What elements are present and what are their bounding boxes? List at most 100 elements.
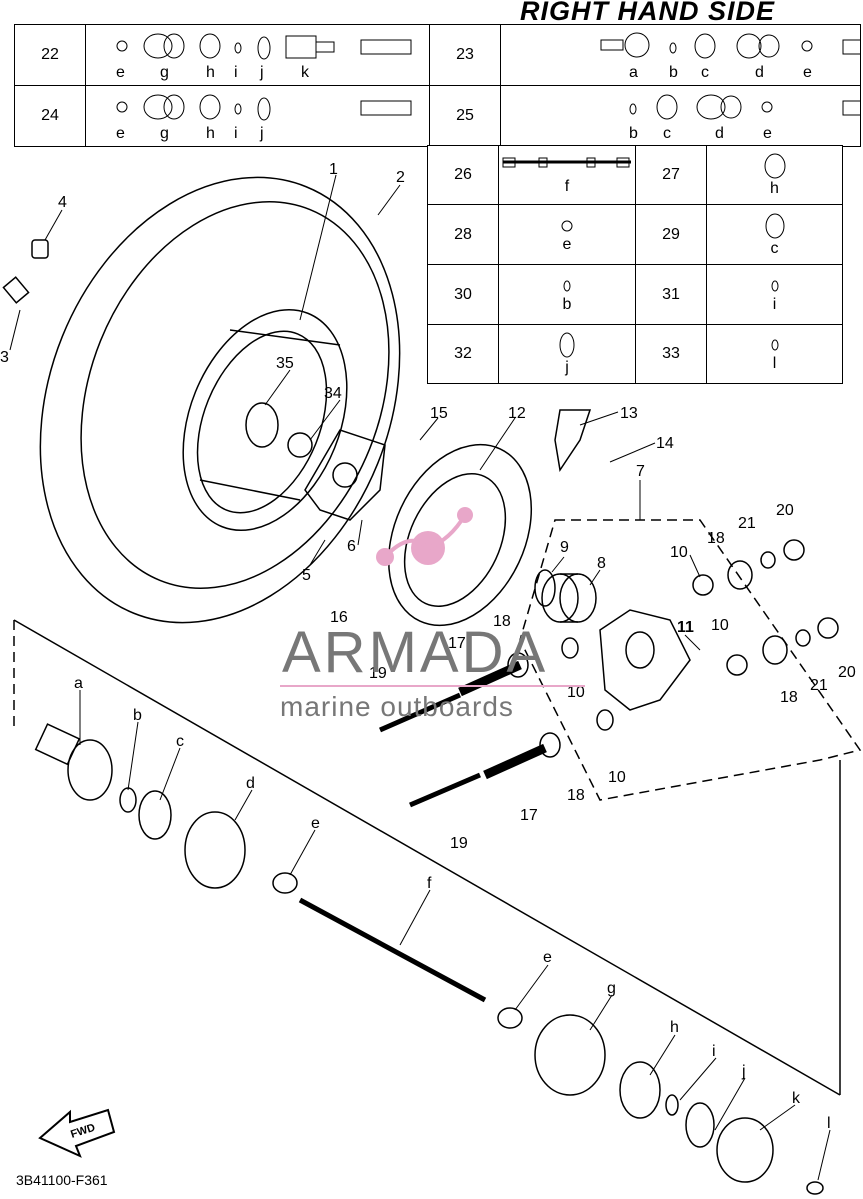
kit-letter: i bbox=[772, 295, 777, 313]
callout-e: e bbox=[311, 815, 320, 832]
kit-ref: 24 bbox=[14, 85, 86, 147]
kit-letter: b bbox=[562, 295, 572, 313]
callout-19: 19 bbox=[450, 835, 468, 852]
ring-icon bbox=[771, 339, 778, 351]
callout-18: 18 bbox=[567, 787, 585, 804]
kit-table: 22 e g h i j k bbox=[14, 24, 861, 147]
kit-letter: h bbox=[206, 125, 215, 142]
kit-letter: g bbox=[160, 64, 169, 81]
kit-parts-24: e g h i j bbox=[85, 85, 430, 147]
callout-l: l bbox=[827, 1115, 831, 1132]
watermark-tagline: marine outboards bbox=[280, 691, 514, 722]
fwd-arrow-icon: FWD bbox=[38, 1108, 116, 1158]
kit-letter: c bbox=[701, 64, 709, 81]
callout-10: 10 bbox=[608, 769, 626, 786]
kit-letter: b bbox=[669, 64, 678, 81]
bushing bbox=[539, 732, 561, 758]
callout-h: h bbox=[670, 1019, 679, 1036]
callout-3: 3 bbox=[0, 349, 9, 366]
kit-ref: 32 bbox=[427, 324, 499, 384]
wheel-rim bbox=[182, 308, 348, 532]
callout-j: j bbox=[741, 1063, 746, 1080]
kit-letter: d bbox=[715, 125, 724, 142]
callout-1: 1 bbox=[329, 161, 338, 178]
callout-d: d bbox=[246, 775, 255, 792]
ring-icon bbox=[563, 280, 571, 291]
clamp-icon bbox=[764, 153, 785, 179]
shaft-icon bbox=[502, 157, 631, 168]
callout-17: 17 bbox=[520, 807, 538, 824]
kit-parts-23: a b c d e bbox=[500, 24, 861, 86]
callout-21: 21 bbox=[738, 515, 756, 532]
kit-letter: e bbox=[763, 125, 772, 142]
kit-letter: e bbox=[116, 125, 125, 142]
kit-parts-icon bbox=[600, 32, 861, 59]
callout-15: 15 bbox=[430, 405, 448, 422]
callout-10: 10 bbox=[567, 684, 585, 701]
kit-ref: 25 bbox=[429, 85, 501, 147]
callout-2: 2 bbox=[396, 169, 405, 186]
kit-letter: c bbox=[770, 239, 779, 257]
kit-letter: i bbox=[234, 125, 238, 142]
bushing bbox=[507, 652, 529, 678]
callout-35: 35 bbox=[276, 355, 294, 372]
kit-parts-33: l bbox=[706, 324, 843, 384]
kit-parts-31: i bbox=[706, 264, 843, 325]
callout-11: 11 bbox=[677, 619, 694, 636]
kit-ref: 28 bbox=[427, 204, 499, 265]
callout-20: 20 bbox=[776, 502, 794, 519]
callout-18: 18 bbox=[493, 613, 511, 630]
kit-letter: e bbox=[803, 64, 812, 81]
knuckle bbox=[599, 609, 691, 711]
callout-34: 34 bbox=[324, 385, 342, 402]
circlip-icon bbox=[559, 332, 575, 358]
callout-6: 6 bbox=[347, 538, 356, 555]
callout-i: i bbox=[712, 1043, 716, 1060]
bolt bbox=[378, 692, 462, 733]
kit-letter: g bbox=[160, 125, 169, 142]
kit-letter: a bbox=[629, 64, 638, 81]
ring-icon bbox=[771, 280, 778, 291]
kit-letter: h bbox=[206, 64, 215, 81]
kit-letter: j bbox=[565, 359, 569, 376]
callout-19: 19 bbox=[369, 665, 387, 682]
brake-disc bbox=[387, 443, 533, 627]
band-icon bbox=[561, 220, 573, 231]
callout-a: a bbox=[74, 675, 83, 692]
kit-parts-icon bbox=[116, 33, 412, 60]
callout-21: 21 bbox=[810, 677, 828, 694]
callout-17: 17 bbox=[448, 635, 466, 652]
kit-parts-29: c bbox=[706, 204, 843, 265]
kit-letter: k bbox=[301, 64, 309, 81]
kit-parts-icon bbox=[116, 94, 412, 121]
kit-ref: 33 bbox=[635, 324, 707, 384]
kit-letter: c bbox=[663, 125, 671, 142]
kit-parts-28: e bbox=[498, 204, 636, 265]
figure-code: 3B41100-F361 bbox=[16, 1172, 108, 1188]
kit-letter: e bbox=[116, 64, 125, 81]
kit-ref: 27 bbox=[635, 145, 707, 205]
callout-k: k bbox=[792, 1090, 801, 1107]
circlip bbox=[534, 569, 556, 607]
callout-e: e bbox=[543, 949, 552, 966]
kit-letter: l bbox=[772, 355, 777, 372]
kit-letter: f bbox=[564, 178, 570, 195]
callout-5: 5 bbox=[302, 567, 311, 584]
callout-4: 4 bbox=[58, 194, 67, 211]
pin bbox=[458, 660, 522, 697]
kit-parts-32: j bbox=[498, 324, 636, 384]
hub bbox=[287, 429, 386, 521]
callout-12: 12 bbox=[508, 405, 526, 422]
clamp-icon bbox=[765, 213, 784, 238]
tire bbox=[39, 176, 401, 624]
kit-ref: 29 bbox=[635, 204, 707, 265]
kit-parts-25: b c d e bbox=[500, 85, 861, 147]
kit-parts-icon bbox=[629, 94, 861, 120]
callout-14: 14 bbox=[656, 435, 674, 452]
bolt bbox=[409, 772, 481, 808]
fwd-label: FWD bbox=[69, 1122, 97, 1141]
kit-letter: b bbox=[629, 125, 638, 142]
callout-18: 18 bbox=[780, 689, 798, 706]
callout-18: 18 bbox=[707, 530, 725, 547]
